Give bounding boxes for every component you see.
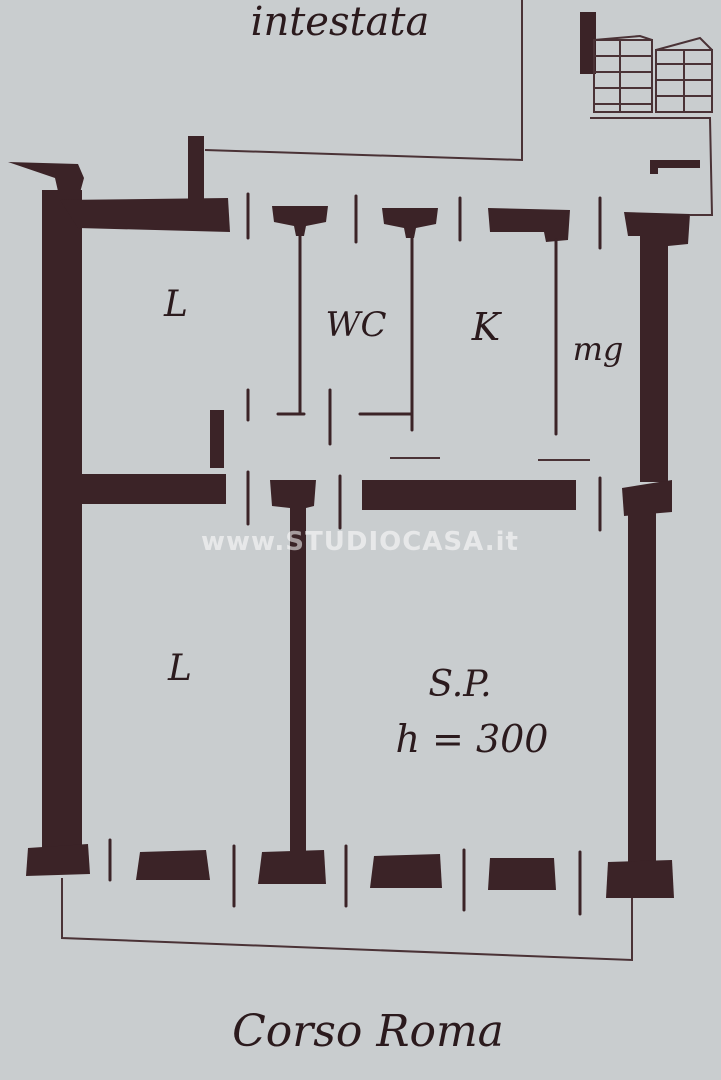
bottom-boundary-line xyxy=(61,878,633,962)
room-label-sp: S.P. xyxy=(428,664,491,705)
room-label-l-bottom: L xyxy=(167,648,192,689)
street-label-bottom: Corso Roma xyxy=(232,1006,504,1057)
room-label-k: K xyxy=(471,305,503,349)
room-height-label: h = 300 xyxy=(395,717,548,761)
top-boundary-line xyxy=(204,0,523,162)
interior-walls xyxy=(78,410,576,854)
room-label-mg: mg xyxy=(573,330,624,368)
staircase-icon xyxy=(580,12,714,216)
room-label-wc: WC xyxy=(326,305,387,345)
exterior-walls xyxy=(8,136,690,898)
street-label-top: intestata xyxy=(251,0,430,45)
watermark-text: www.STUDIOCASA.it xyxy=(201,527,519,557)
partition-lines xyxy=(276,228,590,461)
opening-marks xyxy=(108,192,602,916)
room-label-l-top: L xyxy=(163,284,188,325)
